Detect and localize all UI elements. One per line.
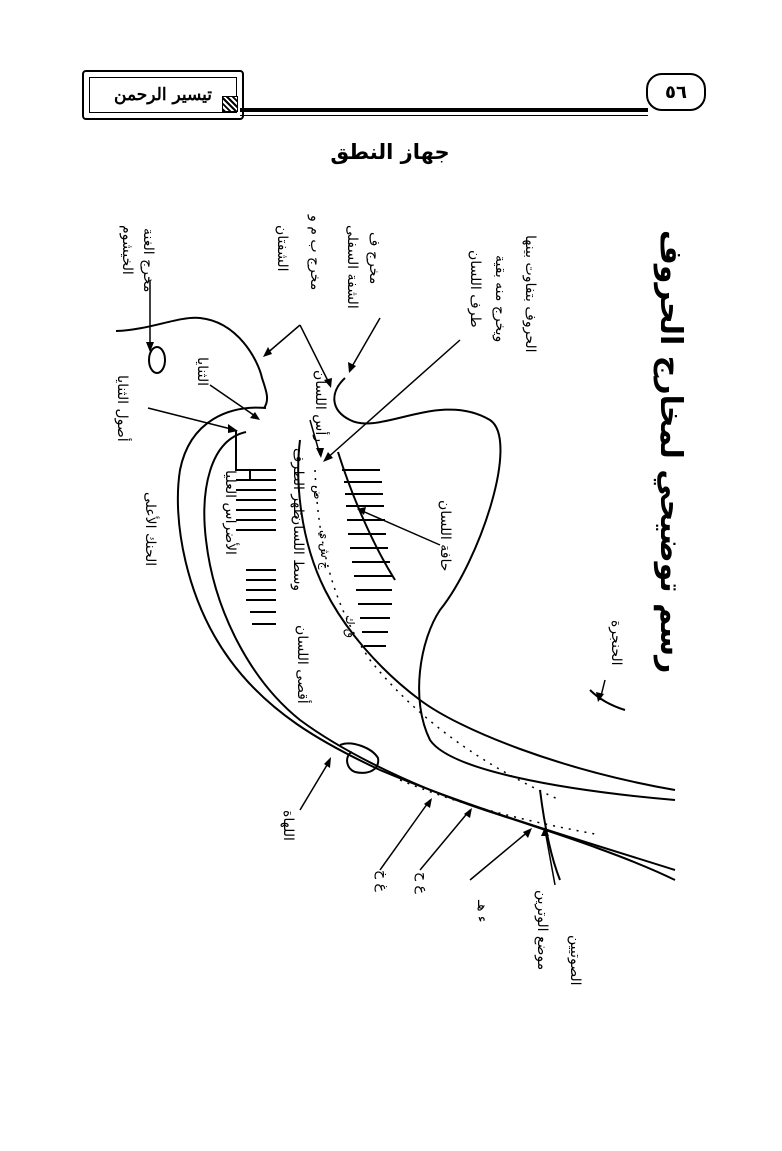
label-uvula: اللهاة bbox=[280, 810, 296, 841]
label-tongue-tip-note: ويخرج منه بقية bbox=[492, 255, 508, 343]
arrow-tongue-tip bbox=[324, 339, 461, 461]
label-upper-palate: الحنك الأعلى bbox=[142, 492, 158, 567]
lower-lip-jaw bbox=[333, 377, 676, 801]
arrow-lower-lip bbox=[349, 317, 381, 371]
arrow-thanaya bbox=[209, 384, 259, 419]
pointer-lines bbox=[147, 280, 606, 886]
letters-throat-2: ع ح bbox=[414, 872, 430, 894]
label-tongue-middle: وسط اللسان bbox=[290, 515, 306, 592]
label-khayshum-note: مخرج الغنة bbox=[140, 228, 156, 293]
airflow-dots bbox=[314, 469, 601, 836]
label-lower-lip-note: مخرج ف bbox=[366, 232, 382, 285]
nasal-oval bbox=[148, 346, 166, 374]
label-tongue-edge: حافة اللسان bbox=[437, 500, 453, 572]
throat-wall bbox=[539, 789, 561, 881]
label-shafatan: الشفتان bbox=[274, 225, 290, 272]
label-shafatan-note: مخرج ب م و bbox=[307, 215, 323, 291]
page-header: تيسير الرحمن ٥٦ bbox=[0, 0, 782, 140]
letters-edge: ض bbox=[311, 485, 325, 500]
label-tongue-head: رأس اللسان bbox=[312, 370, 328, 443]
label-tongue-back-tip: ظهر الطرف bbox=[290, 448, 306, 520]
label-vocal-cords: موضع الوترين bbox=[534, 890, 550, 971]
upper-teeth bbox=[235, 430, 276, 625]
label-lower-lip: الشفة السفلى bbox=[344, 225, 360, 309]
label-vocal-cords-2: الصوتيين bbox=[567, 935, 583, 986]
page-title: جهاز النطق bbox=[330, 140, 450, 164]
label-tongue-tip-note2: الحروف بتفاوت بينها bbox=[522, 235, 538, 353]
label-tongue-tip: طرف اللسان bbox=[467, 250, 483, 328]
nose-outline bbox=[115, 316, 269, 409]
letters-middle: ج ش ي bbox=[318, 530, 332, 570]
label-upper-molars: الأضراس العليا bbox=[222, 470, 238, 555]
arrow-thanaya-roots bbox=[147, 407, 236, 431]
tongue-lower bbox=[337, 451, 396, 581]
larynx-curve bbox=[589, 689, 626, 711]
arrow-hamza bbox=[469, 829, 531, 881]
letters-far-tongue: ق ك bbox=[343, 615, 357, 639]
label-thanaya-roots: أصول الثنايا bbox=[114, 375, 130, 442]
letters-throat-1: غ خ bbox=[374, 870, 390, 892]
label-khayshum: الخيشوم bbox=[119, 225, 135, 275]
letters-throat-3: ء هـ bbox=[474, 900, 490, 923]
arrow-shafatan-1 bbox=[264, 324, 301, 356]
book-title: تيسير الرحمن bbox=[89, 77, 237, 113]
diagram-caption: رسم توضيحي لمخارج الحروف bbox=[653, 230, 688, 674]
lower-teeth bbox=[342, 469, 392, 647]
ornament-icon bbox=[222, 96, 238, 112]
arrow-tongue-edge bbox=[359, 509, 441, 546]
arrow-uvula bbox=[299, 759, 331, 811]
header-rule bbox=[240, 108, 648, 112]
header-rule-thin bbox=[240, 115, 648, 116]
arrow-ain bbox=[419, 809, 471, 871]
tongue-surface bbox=[297, 439, 676, 791]
palate-inner bbox=[203, 431, 676, 881]
label-larynx: الحنجرة bbox=[608, 620, 624, 666]
arrow-shafatan-2 bbox=[299, 324, 331, 386]
book-title-banner: تيسير الرحمن bbox=[82, 70, 244, 120]
arrow-heads bbox=[146, 342, 604, 838]
label-tongue-far: أقصى اللسان bbox=[294, 625, 310, 704]
page-number: ٥٦ bbox=[646, 73, 706, 111]
arrow-qaf bbox=[379, 799, 431, 871]
arrow-vocal-cords bbox=[544, 829, 556, 886]
label-thanaya: الثنايا bbox=[194, 357, 210, 387]
uvula-shape bbox=[339, 742, 380, 774]
